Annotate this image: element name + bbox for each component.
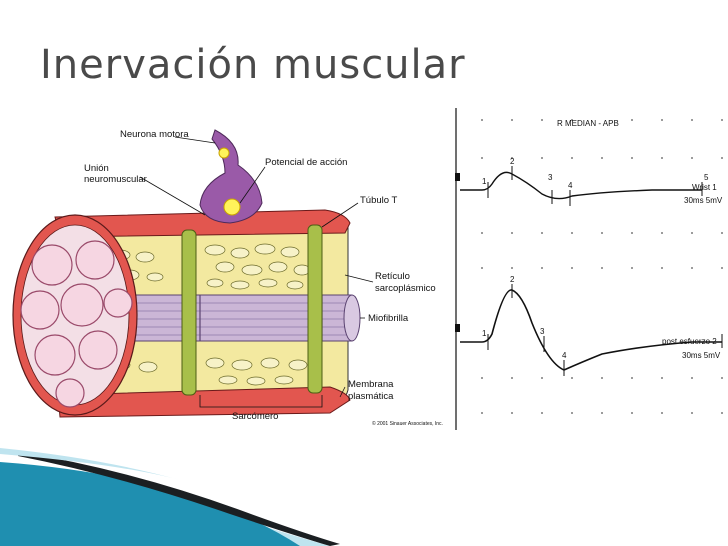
trace1-marker-4: 4 [568, 181, 573, 190]
trace2-marker-2: 2 [510, 275, 515, 284]
label-sarcomero: Sarcómero [232, 411, 278, 422]
label-neuromuscular: neuromuscular [84, 174, 147, 185]
trace1-marker-1: 1 [482, 177, 487, 186]
emg-trace-2 [460, 289, 722, 371]
emg-header: R MEDIAN - APB [557, 119, 619, 128]
trace2-marker-3: 3 [540, 327, 545, 336]
copyright-text: © 2001 Sinauer Associates, Inc. [372, 420, 443, 427]
label-neurona-motora: Neurona motora [120, 129, 189, 140]
motor-neuron [199, 129, 263, 224]
trace1-label: Wrist 1 [692, 183, 717, 192]
emg-grid [481, 119, 723, 414]
deco-teal-wave [0, 462, 300, 546]
label-union: Unión [84, 163, 109, 174]
trace1-scale: 30ms 5mV [684, 196, 723, 205]
t-tubule-1 [181, 229, 197, 396]
slide-decoration [0, 448, 340, 546]
trace1-marker-2: 2 [510, 157, 515, 166]
muscle-fiber-diagram: Neurona motora Unión neuromuscular Poten… [12, 129, 443, 427]
trace2-marker-1: 1 [482, 329, 487, 338]
label-tubulo-t: Túbulo T [360, 195, 398, 206]
label-membrana: Membrana [348, 379, 394, 390]
label-sarcoplasmico: sarcoplásmico [375, 283, 436, 294]
trace2-marker-4: 4 [562, 351, 567, 360]
trace2-scale: 30ms 5mV [682, 351, 721, 360]
membrane-bottom [57, 386, 351, 418]
myofibril-end [343, 294, 361, 342]
label-miofibrilla: Miofibrilla [368, 313, 409, 324]
emg-trace-1 [460, 171, 702, 200]
action-potential-icon [223, 198, 241, 216]
deco-dark-stroke [18, 452, 340, 546]
slide-title: Inervación muscular [40, 42, 466, 88]
label-reticulo: Retículo [375, 271, 410, 282]
trace1-marker-5: 5 [704, 173, 709, 182]
t-tubule-2 [307, 224, 323, 394]
trace1-marker-3: 3 [548, 173, 553, 182]
label-potencial-accion: Potencial de acción [265, 157, 347, 168]
emg-trace-panel: R MEDIAN - APB 1 2 3 4 5 Wrist 1 30ms 5m… [455, 108, 723, 430]
trace2-label: post esfuerzo 2 [662, 337, 717, 346]
label-plasmatica: plasmática [348, 391, 394, 402]
membrane-top [54, 209, 351, 238]
